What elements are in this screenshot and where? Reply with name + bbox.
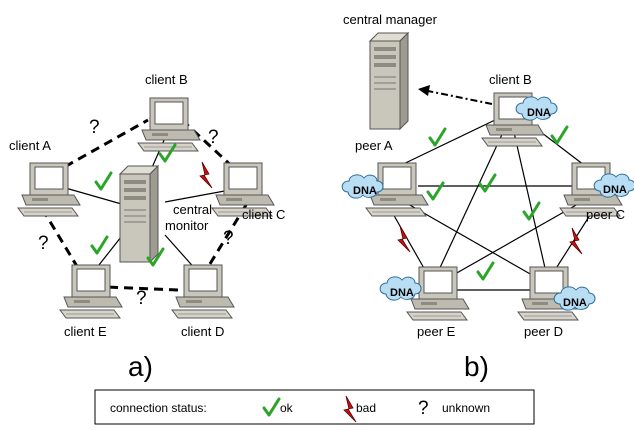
- legend-unknown-mark: ?: [418, 398, 429, 419]
- bad-bolt-icon: [397, 225, 411, 253]
- legend-ok-label: ok: [280, 401, 294, 415]
- link-c-monitor: [164, 189, 231, 203]
- client-b-label: client B: [145, 72, 188, 87]
- unknown-mark: ?: [38, 233, 49, 254]
- central-monitor-label: monitor: [165, 218, 209, 233]
- ok-check-icon: [428, 127, 447, 147]
- central-monitor-label: central: [173, 202, 212, 217]
- panel-a-label: a): [128, 351, 153, 382]
- peer-d-label: peer D: [524, 324, 563, 339]
- legend-box: [94, 389, 535, 425]
- report-arrow-head: [418, 85, 430, 96]
- client-e-label: client E: [64, 324, 107, 339]
- report-arrow: [427, 90, 493, 105]
- central-manager-server-icon: [369, 32, 409, 130]
- link-pc-pe: [447, 199, 586, 279]
- ok-check-icon: [550, 125, 569, 145]
- bad-bolt-icon: [569, 227, 583, 255]
- panel-a: ? ? ? ? ? client B client A client C cli…: [9, 72, 285, 382]
- ok-check-icon: [476, 261, 495, 281]
- link-pa-pd: [407, 203, 533, 276]
- legend-unknown-label: unknown: [442, 401, 490, 415]
- legend-bad-label: bad: [356, 401, 376, 415]
- peer-b-label: client B: [489, 72, 532, 87]
- dna-badge-label: DNA: [527, 107, 551, 119]
- client-d-computer-icon: [171, 264, 235, 319]
- link-pb-pe: [437, 127, 506, 273]
- dna-badge-label: DNA: [390, 287, 414, 299]
- client-a-label: client A: [9, 138, 51, 153]
- peer-c-label: peer C: [586, 207, 625, 222]
- client-d-label: client D: [181, 324, 224, 339]
- legend-title: connection status:: [110, 401, 207, 415]
- peer-a-label: peer A: [355, 138, 393, 153]
- peer-e-label: peer E: [417, 324, 456, 339]
- client-e-computer-icon: [59, 264, 123, 319]
- client-c-label: client C: [242, 207, 285, 222]
- dna-badge-label: DNA: [563, 297, 587, 309]
- link-c-d: [203, 204, 248, 273]
- link-b-c: [180, 118, 238, 172]
- unknown-mark: ?: [208, 127, 219, 148]
- ok-check-icon: [90, 235, 109, 255]
- link-pa-pb: [394, 119, 496, 169]
- legend: connection status: ok bad ? unknown: [94, 389, 535, 425]
- dna-badge-label: DNA: [353, 185, 377, 197]
- unknown-mark: ?: [223, 228, 234, 249]
- link-pe-pa: [391, 211, 426, 271]
- ok-check-icon: [94, 171, 113, 191]
- panel-b-label: b): [464, 351, 489, 382]
- link-a-monitor: [61, 186, 126, 206]
- link-pb-pd: [512, 127, 546, 269]
- link-d-e: [105, 285, 179, 292]
- unknown-mark: ?: [136, 288, 147, 309]
- unknown-mark: ?: [89, 117, 100, 138]
- bad-bolt-icon: [199, 161, 213, 189]
- central-monitor-server-icon: [119, 165, 159, 263]
- client-b-computer-icon: [137, 97, 201, 152]
- panel-b: DNA DNA DNA DNA DNA central manager clie…: [341, 12, 634, 382]
- central-manager-label: central manager: [343, 12, 438, 27]
- dna-badge-label: DNA: [603, 184, 627, 196]
